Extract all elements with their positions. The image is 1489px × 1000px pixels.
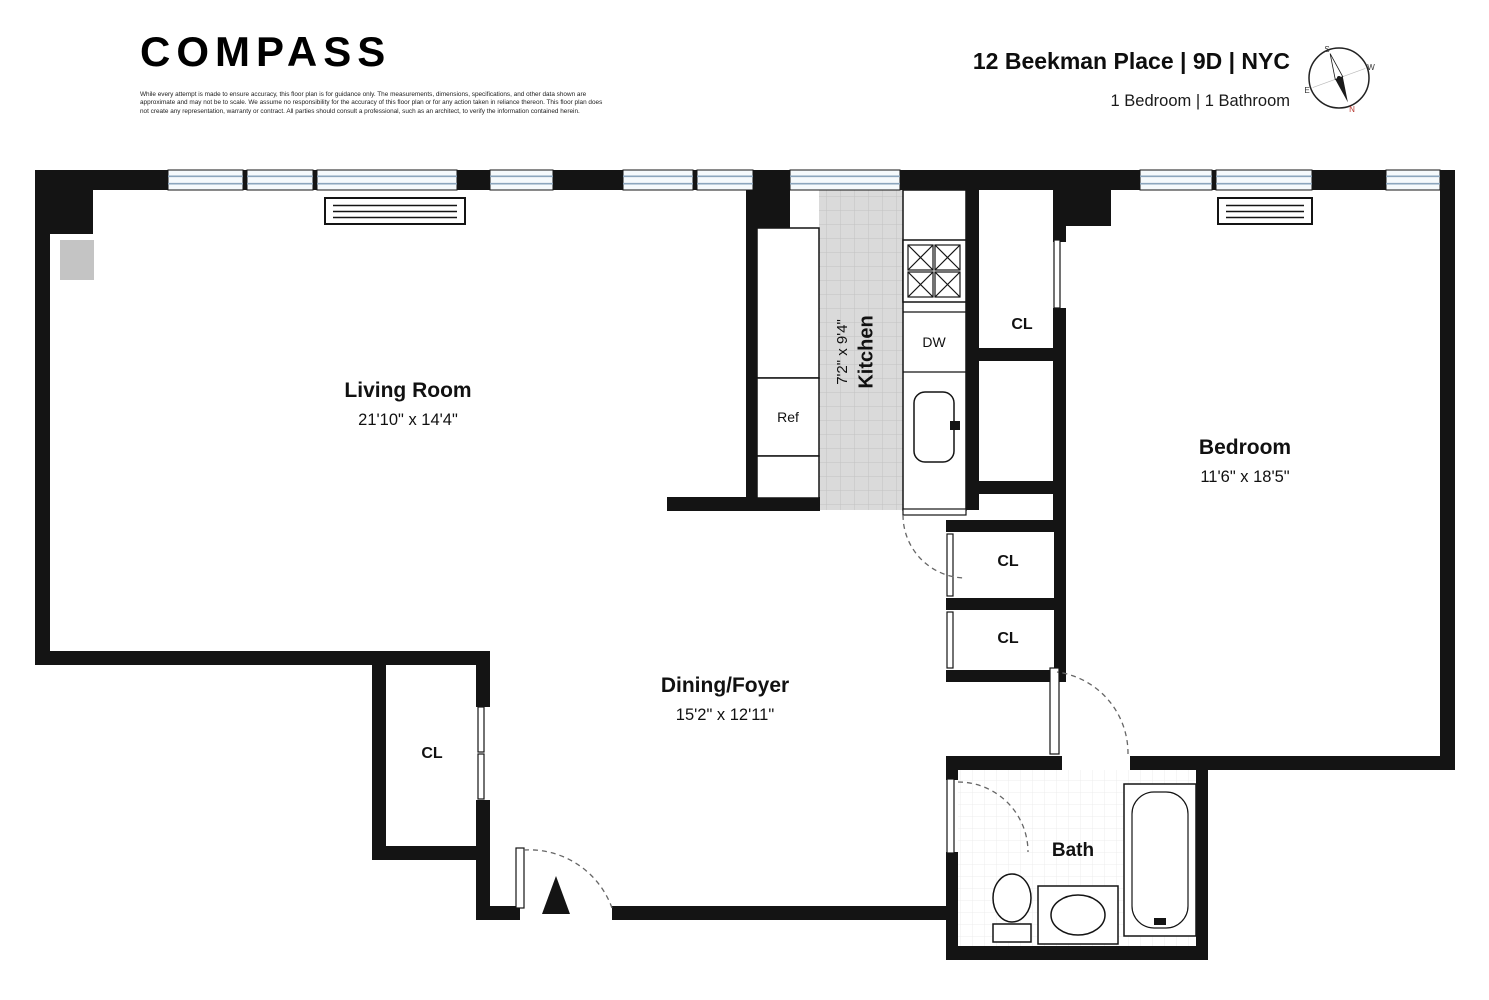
window <box>1139 169 1213 191</box>
living-room-dims: 21'10" x 14'4" <box>358 411 458 429</box>
refrigerator-label: Ref <box>777 409 799 425</box>
cabinet <box>756 227 820 379</box>
bedroom-door <box>1049 667 1060 755</box>
ac-grille <box>324 197 466 225</box>
room-labels: Living Room 21'10" x 14'4" Bedroom 11'6"… <box>344 315 1291 861</box>
window <box>167 169 244 191</box>
ac-grille <box>1217 197 1313 225</box>
utility-box <box>60 240 94 280</box>
kitchen-dims: 7'2" x 9'4" <box>834 319 851 385</box>
refrigerator <box>756 377 820 457</box>
rose-south: S <box>1324 45 1329 54</box>
listing-summary: 1 Bedroom | 1 Bathroom <box>1110 92 1290 110</box>
entry-arrow <box>542 876 570 914</box>
compass-needle <box>1312 53 1366 103</box>
disclaimer-text: While every attempt is made to ensure ac… <box>140 91 603 115</box>
walls <box>35 170 1455 960</box>
window <box>246 169 314 191</box>
dining-foyer-dims: 15'2" x 12'11" <box>676 706 775 724</box>
window <box>316 169 458 191</box>
window <box>489 169 554 191</box>
bathtub <box>1123 783 1197 937</box>
rose-north: N <box>1349 105 1355 114</box>
closet-door <box>477 706 485 753</box>
entry-door <box>515 847 525 909</box>
vanity-sink <box>1037 885 1119 945</box>
windows <box>167 169 1441 191</box>
entry-door-swing <box>523 849 613 909</box>
window <box>789 169 901 191</box>
faucet <box>950 421 960 430</box>
bedroom-dims: 11'6" x 18'5" <box>1200 468 1289 486</box>
doors <box>477 239 1129 914</box>
closet-door <box>946 533 954 597</box>
kitchen-sink <box>913 391 960 463</box>
listing-address: 12 Beekman Place | 9D | NYC <box>972 48 1290 74</box>
dishwasher-label: DW <box>922 334 946 350</box>
listing-header: 12 Beekman Place | 9D | NYC 1 Bedroom | … <box>973 48 1290 111</box>
window <box>1215 169 1313 191</box>
stove <box>902 239 967 303</box>
living-room-label: Living Room <box>344 379 471 402</box>
closet-label: CL <box>997 553 1019 570</box>
bath-fixtures <box>992 783 1197 945</box>
bath-label: Bath <box>1052 840 1094 861</box>
dining-foyer-label: Dining/Foyer <box>661 674 789 697</box>
closet-door <box>1053 239 1061 309</box>
kitchen-door <box>902 508 967 516</box>
kitchen-door-swing <box>902 514 967 579</box>
compass-rose-icon: S N E W <box>1304 45 1375 114</box>
cabinet <box>756 455 820 499</box>
kitchen-label: Kitchen <box>855 315 877 388</box>
toilet <box>992 873 1032 943</box>
closet-door <box>946 611 954 669</box>
bedroom-door-swing <box>1056 671 1129 755</box>
closet-door <box>477 753 485 800</box>
closet-label: CL <box>997 630 1019 647</box>
compass-logo: COMPASS <box>140 28 392 75</box>
drain <box>1154 918 1166 925</box>
dishwasher <box>903 311 966 373</box>
bath-door-swing <box>957 781 1029 853</box>
window <box>1385 169 1441 191</box>
kitchen-floor <box>819 190 903 510</box>
closet-label: CL <box>421 745 443 762</box>
bedroom-label: Bedroom <box>1199 436 1291 459</box>
bath-door <box>946 778 955 854</box>
closet-label: CL <box>1011 316 1033 333</box>
window <box>696 169 754 191</box>
rose-west: W <box>1367 63 1375 72</box>
window <box>622 169 694 191</box>
rose-east: E <box>1304 86 1309 95</box>
